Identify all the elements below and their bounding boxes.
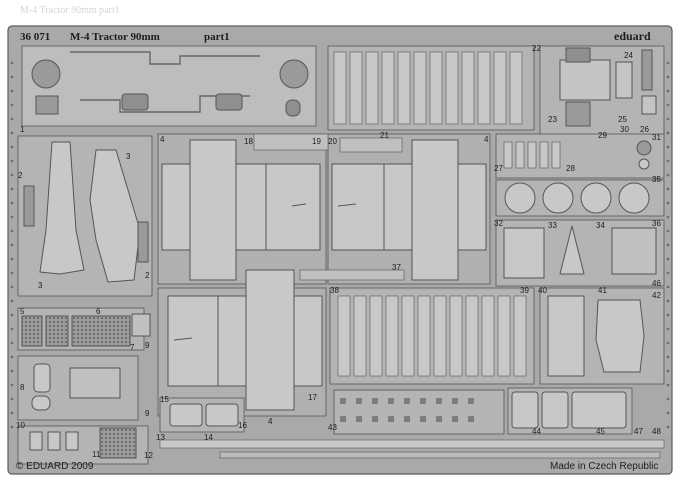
- part-label-12: 12: [144, 451, 153, 460]
- part-label-32: 32: [494, 219, 503, 228]
- part-label-33: 33: [548, 221, 557, 230]
- ghost-header: M-4 Tractor 90mm part1: [20, 5, 120, 16]
- part-40-42: [539, 287, 665, 385]
- part-label-29: 29: [598, 131, 607, 140]
- part-label-39: 39: [520, 286, 529, 295]
- part-label-4c: 4: [268, 417, 273, 426]
- part-label-46: 46: [652, 279, 661, 288]
- copyright-text: © EDUARD 2009: [16, 461, 94, 472]
- part-label-26: 26: [640, 125, 649, 134]
- part-label-31: 31: [652, 133, 661, 142]
- part-27-31: [495, 133, 665, 179]
- part-label-5: 5: [20, 307, 25, 316]
- part-14b-strip: [219, 451, 661, 459]
- part-label-9b: 9: [145, 409, 150, 418]
- part-label-35: 35: [652, 175, 661, 184]
- part-label-3: 3: [126, 152, 131, 161]
- part-label-19: 19: [312, 137, 321, 146]
- part-number-labels: 1 2 2 3 3 4 4 4 5 6 7 8 9 9 10 11 12 13 …: [16, 44, 661, 460]
- part-label-43: 43: [328, 423, 337, 432]
- part-8-12: [17, 355, 149, 465]
- part-label-22: 22: [532, 44, 541, 53]
- part-label-7: 7: [130, 343, 135, 352]
- part-label-16: 16: [238, 421, 247, 430]
- part-label-25: 25: [618, 115, 627, 124]
- part-label-23: 23: [548, 115, 557, 124]
- part-label-9: 9: [145, 341, 150, 350]
- part-label-6: 6: [96, 307, 101, 316]
- part-label-21: 21: [380, 131, 389, 140]
- fret-part: part1: [204, 31, 230, 43]
- part-label-28: 28: [566, 164, 575, 173]
- part-label-36: 36: [652, 219, 661, 228]
- part-label-38: 38: [330, 286, 339, 295]
- part-5-6-mesh: [17, 307, 151, 351]
- part-32-36: [495, 219, 665, 287]
- part-label-1: 1: [20, 125, 25, 134]
- part-2-3-wings: [17, 135, 153, 297]
- part-label-27: 27: [494, 164, 503, 173]
- part-label-2b: 2: [145, 271, 150, 280]
- part-43-grid: [333, 389, 505, 435]
- part-15-16: [159, 397, 245, 433]
- part-22-strips: [327, 45, 535, 131]
- part-label-45: 45: [596, 427, 605, 436]
- part-label-14: 14: [204, 433, 213, 442]
- part-1-panel: [21, 45, 317, 127]
- part-label-3b: 3: [38, 281, 43, 290]
- part-label-15: 15: [160, 395, 169, 404]
- part-label-17: 17: [308, 393, 317, 402]
- part-label-37: 37: [392, 263, 401, 272]
- eduard-logo: eduard: [614, 29, 651, 43]
- part-label-2: 2: [18, 171, 23, 180]
- part-label-18: 18: [244, 137, 253, 146]
- part-label-48: 48: [652, 427, 661, 436]
- origin-text: Made in Czech Republic: [550, 461, 658, 472]
- part-38-links: [329, 287, 535, 385]
- part-18-21: [253, 133, 403, 153]
- part-label-11: 11: [92, 450, 101, 459]
- left-edge-holes: [9, 60, 16, 440]
- part-14-strip: [159, 439, 665, 449]
- part-37-strip: [299, 269, 405, 281]
- fret-title: M-4 Tractor 90mm: [70, 31, 160, 43]
- part-label-41: 41: [598, 286, 607, 295]
- part-23-24: [539, 45, 665, 137]
- part-label-44: 44: [532, 427, 541, 436]
- part-label-10: 10: [16, 421, 25, 430]
- part-label-34: 34: [596, 221, 605, 230]
- fret-code: 36 071: [20, 31, 50, 43]
- part-4-panels-bottom: [157, 269, 327, 417]
- part-35-discs: [495, 179, 665, 217]
- part-label-42: 42: [652, 291, 661, 300]
- part-label-4b: 4: [484, 135, 489, 144]
- right-edge-holes: [664, 60, 671, 440]
- part-label-8: 8: [20, 383, 25, 392]
- part-4-panels-top: [157, 133, 491, 285]
- part-label-24: 24: [624, 51, 633, 60]
- part-44-45: [507, 387, 633, 435]
- part-label-13: 13: [156, 433, 165, 442]
- part-label-20: 20: [328, 137, 337, 146]
- part-label-4: 4: [160, 135, 165, 144]
- part-label-47: 47: [634, 427, 643, 436]
- part-label-40: 40: [538, 286, 547, 295]
- part-label-30: 30: [620, 125, 629, 134]
